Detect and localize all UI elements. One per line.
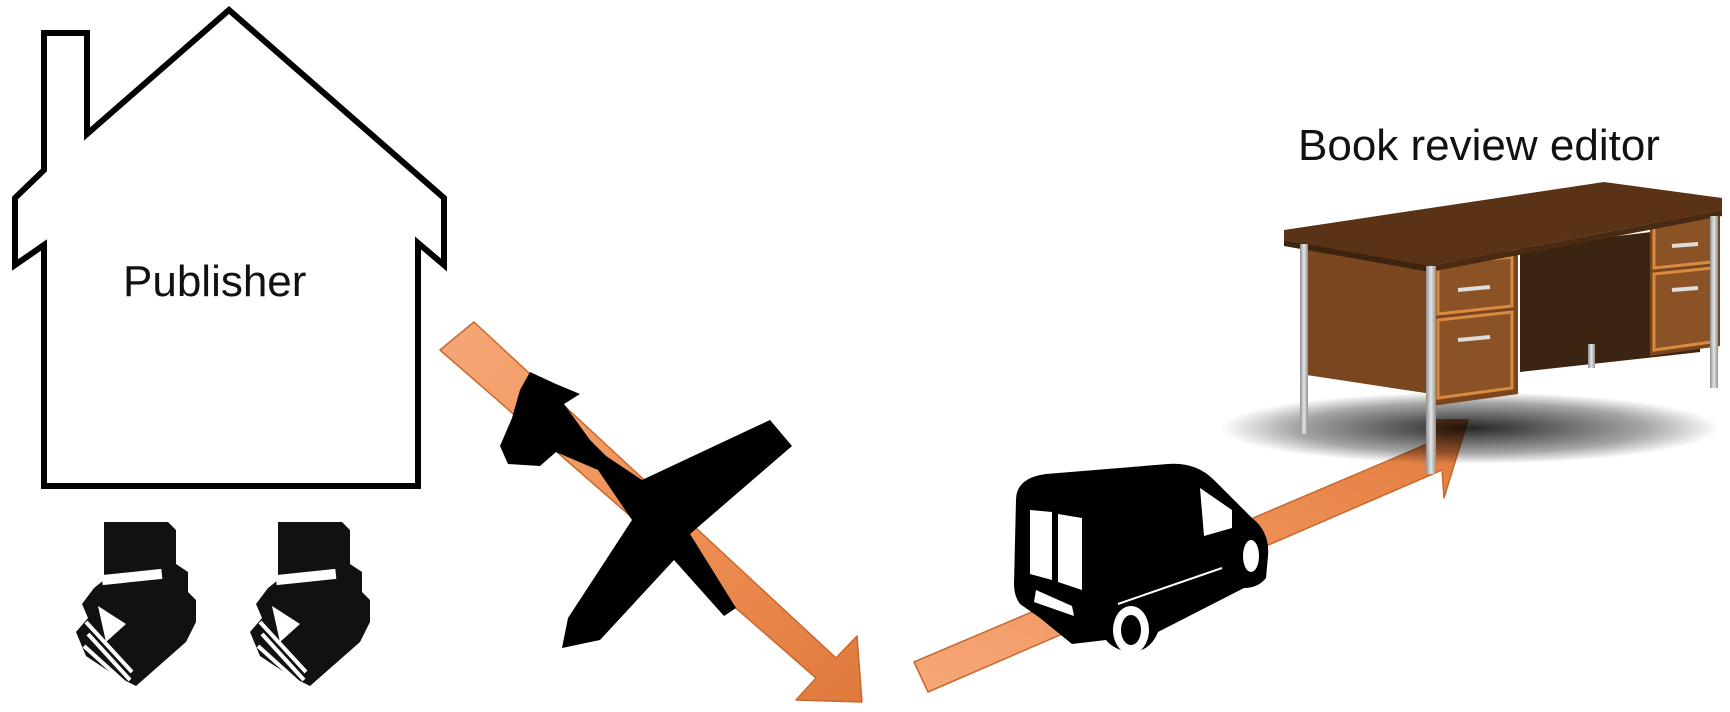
desk-icon — [1220, 182, 1722, 474]
publisher-label: Publisher — [123, 260, 306, 304]
book-stack-icon — [76, 522, 196, 686]
house-icon — [15, 10, 444, 486]
book-review-editor-label: Book review editor — [1298, 124, 1660, 168]
book-stack-icon — [250, 522, 370, 686]
van-icon — [1014, 464, 1268, 654]
